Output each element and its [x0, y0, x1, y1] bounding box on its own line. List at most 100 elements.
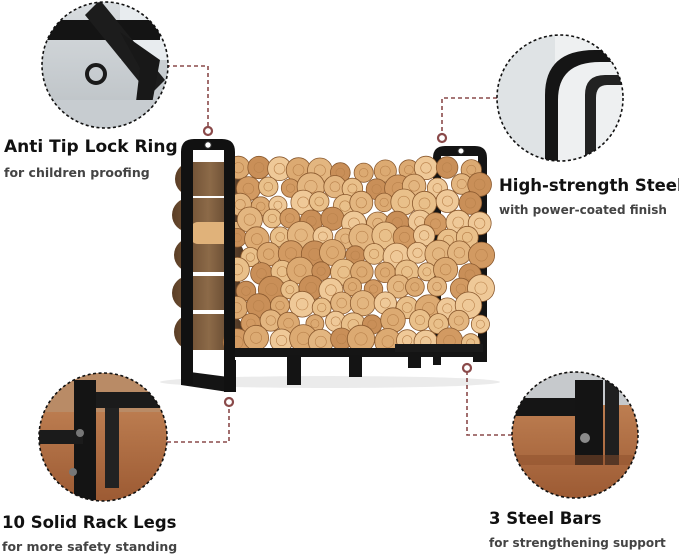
log-ring: [422, 267, 432, 277]
log-end: [435, 189, 460, 213]
log-ring: [432, 183, 443, 193]
log-ring: [401, 266, 413, 278]
log-ring: [273, 200, 283, 210]
log-end: [330, 291, 354, 315]
log-ring: [314, 335, 327, 348]
log-end: [458, 191, 483, 215]
rack-leg: [287, 355, 301, 385]
log-ring: [399, 231, 410, 243]
log-ring: [379, 165, 391, 177]
log-ring: [397, 195, 410, 209]
log-ring: [452, 216, 465, 229]
rack-leg: [349, 355, 362, 377]
leader-line-lock-ring: [166, 65, 209, 128]
log-ring: [347, 183, 358, 194]
log-ring: [243, 213, 256, 226]
log-ring: [418, 197, 431, 210]
log-ring: [318, 231, 328, 242]
leader-dot-legs: [223, 396, 235, 408]
leader-dot-lock-ring: [202, 125, 214, 137]
log-ring: [348, 282, 357, 292]
log-ring: [285, 285, 295, 295]
log-ring: [251, 233, 263, 245]
log-ring: [263, 248, 275, 260]
log-ring: [474, 281, 488, 295]
log-ring: [265, 283, 278, 296]
log-ring: [337, 266, 350, 279]
log-end: [350, 260, 374, 284]
log-ring: [310, 319, 320, 329]
log-ring: [245, 252, 255, 262]
log-ring: [252, 300, 265, 312]
log-ring: [296, 298, 309, 311]
log-ring: [256, 268, 267, 279]
log-ring: [253, 162, 265, 173]
log-ring: [456, 179, 467, 190]
log-ring: [267, 214, 277, 224]
log-ring: [393, 280, 405, 292]
log-ring: [381, 335, 395, 348]
feature-subtitle-bars: for strengthening support: [489, 536, 666, 550]
log-ring: [284, 213, 295, 223]
log-ring: [276, 334, 288, 346]
log-ring: [265, 315, 276, 326]
log-ring: [314, 196, 324, 207]
log-end: [243, 324, 270, 351]
log-ring: [242, 182, 255, 195]
log-end: [353, 162, 374, 183]
rack-steel-bar: [395, 344, 483, 352]
log-ring: [283, 317, 294, 329]
steel-frame-icon: [496, 34, 624, 162]
log-ring: [439, 263, 452, 276]
log-ring: [401, 302, 413, 313]
leader-lines: [166, 65, 512, 443]
feature-title-lock-ring: Anti Tip Lock Ring: [4, 137, 178, 157]
log-ring: [462, 298, 475, 312]
log-ring: [461, 232, 473, 243]
log-ring: [263, 182, 273, 192]
log-ring: [475, 319, 485, 329]
log-ring: [414, 315, 425, 326]
log-ring: [412, 247, 423, 258]
log-end: [448, 309, 470, 332]
log-ring: [371, 184, 382, 195]
log-ring: [419, 230, 430, 241]
steel-bar-icon: [511, 371, 639, 499]
log-ring: [410, 282, 420, 292]
log-ring: [256, 201, 266, 211]
log-ring: [453, 247, 466, 259]
leader-line-steel: [441, 97, 497, 136]
log-end: [373, 159, 397, 183]
log-ring: [442, 303, 453, 314]
log-ring: [408, 180, 420, 192]
firewood-rack: [160, 139, 500, 392]
log-ring: [336, 333, 347, 345]
log-ring: [475, 249, 488, 262]
log-ring: [294, 228, 308, 242]
log-ring: [275, 300, 285, 311]
log-ring: [325, 284, 337, 296]
log-ring: [391, 217, 403, 229]
log-end: [467, 241, 495, 269]
log-ring: [273, 163, 286, 175]
log-end: [262, 208, 283, 229]
log-ring: [356, 297, 369, 310]
lock-ring: [204, 141, 212, 149]
log-ring: [293, 264, 307, 277]
feature-subtitle-steel: with power-coated finish: [499, 203, 667, 217]
leader-dot-bars: [461, 362, 473, 374]
leader-dot-steel: [436, 132, 448, 144]
log-ring: [275, 232, 286, 242]
feature-title-legs: 10 Solid Rack Legs: [2, 513, 177, 532]
rack-bottom-rail: [232, 348, 477, 357]
log-end: [258, 176, 279, 197]
log-ring: [433, 318, 444, 329]
log-ring: [430, 218, 441, 230]
rack-leg: [473, 352, 486, 362]
log-ring: [336, 297, 347, 309]
log-ring: [355, 230, 369, 244]
log-ring: [464, 197, 476, 209]
log-ring: [329, 181, 341, 192]
log-ring: [369, 248, 380, 259]
